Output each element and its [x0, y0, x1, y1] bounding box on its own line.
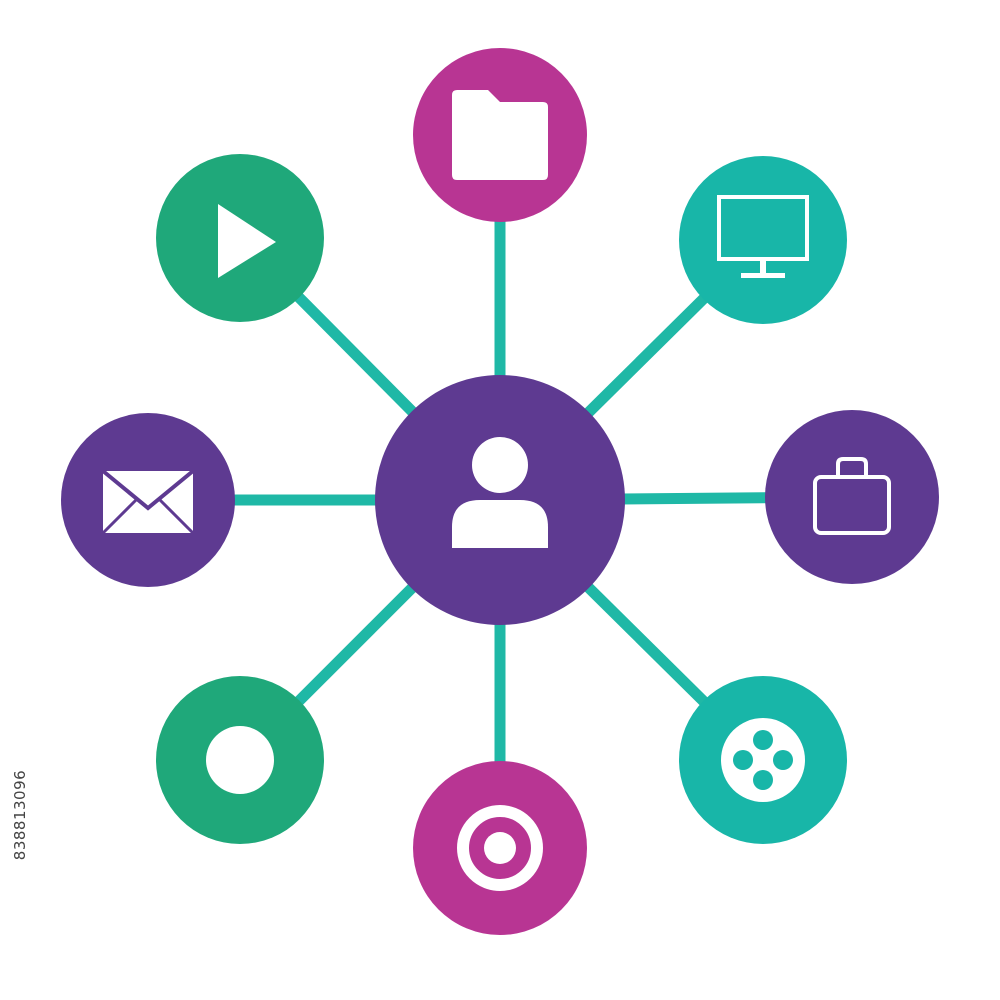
- play-icon: [218, 204, 276, 278]
- folder-node: [413, 48, 587, 222]
- ring-icon: [206, 726, 274, 794]
- ring-node: [156, 676, 324, 844]
- monitor-node-circle: [679, 156, 847, 324]
- gamepad-node: [679, 676, 847, 844]
- folder-icon: [452, 90, 548, 180]
- satellite-nodes: [61, 48, 939, 935]
- mail-node: [61, 413, 235, 587]
- target-node: [413, 761, 587, 935]
- monitor-node: [679, 156, 847, 324]
- briefcase-icon: [813, 457, 891, 535]
- gamepad-icon: [721, 718, 805, 802]
- user-icon: [452, 437, 548, 548]
- briefcase-node: [765, 410, 939, 584]
- briefcase-node-circle: [765, 410, 939, 584]
- play-node: [156, 154, 324, 322]
- mail-icon: [101, 469, 195, 535]
- hub-node: [375, 375, 625, 625]
- stock-id: 838813096: [11, 769, 29, 861]
- monitor-icon: [717, 195, 809, 278]
- target-icon: [457, 805, 543, 891]
